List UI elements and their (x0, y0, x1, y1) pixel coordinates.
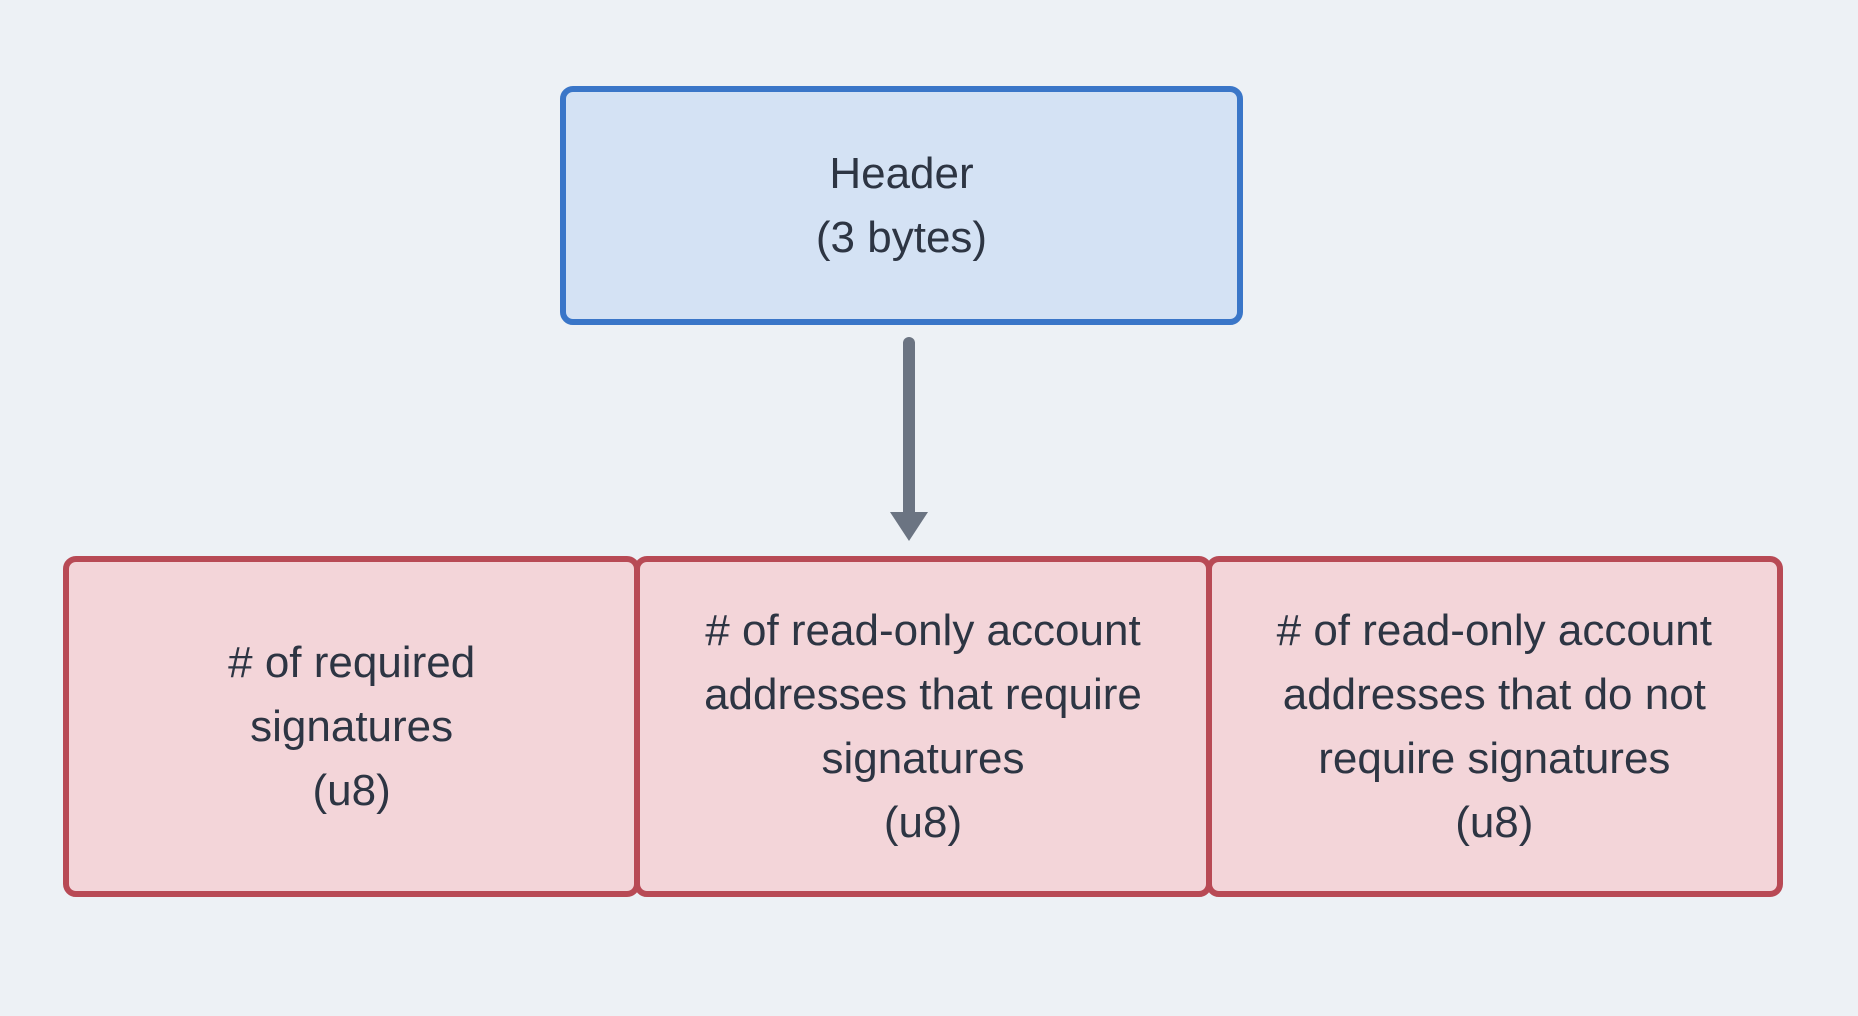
field-box-readonly-signed: # of read-only account addresses that re… (634, 556, 1212, 897)
header-box-label: Header (3 bytes) (815, 148, 988, 262)
field-box-label: # of read-only account addresses that do… (1276, 605, 1713, 847)
down-arrow-icon (890, 337, 928, 541)
field-box-label: # of required signatures (u8) (228, 637, 476, 815)
field-box-label: # of read-only account addresses that re… (704, 605, 1142, 847)
header-box: Header (3 bytes) (560, 86, 1243, 325)
fields-row: # of required signatures (u8) # of read-… (63, 556, 1783, 897)
field-box-readonly-unsigned: # of read-only account addresses that do… (1205, 556, 1783, 897)
down-arrow-head (890, 512, 928, 541)
field-box-required-signatures: # of required signatures (u8) (63, 556, 641, 897)
